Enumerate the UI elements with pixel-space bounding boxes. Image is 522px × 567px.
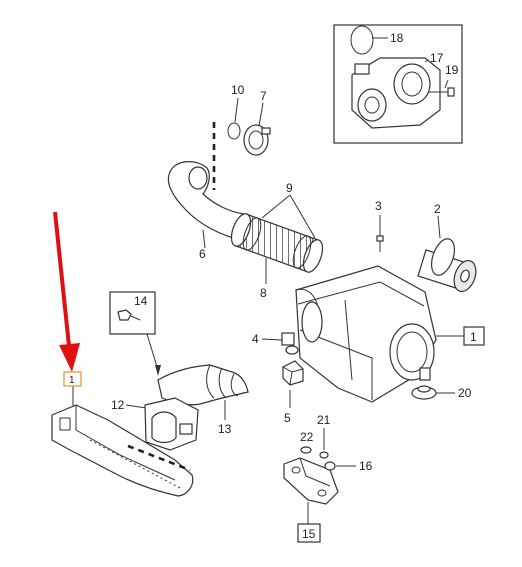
- throttle-body-inset: 18 17 19: [333, 24, 463, 144]
- callout-2: 2: [434, 202, 441, 216]
- callout-12: 12: [111, 398, 125, 412]
- callout-4: 4: [252, 332, 259, 346]
- callout-5: 5: [284, 411, 291, 425]
- intake-duct-13: 13: [157, 364, 249, 436]
- callout-21: 21: [317, 413, 331, 427]
- callout-3: 3: [375, 199, 382, 213]
- connector-4: 4: [252, 332, 299, 355]
- callout-7: 7: [260, 89, 267, 103]
- clamp-9b: [292, 235, 312, 269]
- bracket-12: 12: [111, 397, 199, 451]
- callout-11-highlight-box: [63, 371, 82, 387]
- screw-3: 3: [375, 199, 384, 252]
- oring-and-clamp: 10 7: [212, 83, 271, 190]
- callout-19: 19: [445, 63, 459, 77]
- red-pointer-arrow: [53, 211, 80, 372]
- callout-22: 22: [300, 430, 314, 444]
- filter-element-2: 2: [417, 202, 477, 293]
- washer-22: [300, 446, 312, 454]
- intake-hose-6: 6: [167, 161, 245, 261]
- callout-1-box: [463, 326, 485, 346]
- callout-16: 16: [359, 459, 373, 473]
- callout-11: 1: [69, 375, 75, 386]
- callout-10: 10: [231, 83, 245, 97]
- callout-15: 15: [302, 527, 316, 541]
- rubber-block-5: 5: [282, 360, 304, 425]
- callout-20: 20: [458, 386, 472, 400]
- mount-bracket-15: 22 21 16 15: [283, 413, 373, 543]
- clamp-9a: [242, 217, 262, 251]
- callout-8: 8: [260, 286, 267, 300]
- callout-6: 6: [199, 247, 206, 261]
- assembly-line-lower: [127, 444, 191, 472]
- air-cleaner-box-1: 1: [295, 265, 485, 403]
- callout-13: 13: [218, 422, 232, 436]
- screw-21: [319, 451, 329, 459]
- clip-14: 14: [109, 291, 161, 376]
- callout-9: 9: [286, 181, 293, 195]
- callout-15-box: [297, 523, 321, 543]
- callout-1: 1: [470, 330, 477, 344]
- gasket-ring-18: [350, 25, 374, 55]
- nut-16: [324, 461, 336, 471]
- callout-18: 18: [390, 31, 404, 45]
- mount-20: 20: [411, 385, 472, 400]
- throttle-body-bore: [393, 63, 431, 105]
- callout-17: 17: [430, 51, 444, 65]
- bellows-8: 9 8: [230, 181, 324, 300]
- callout-14: 14: [134, 294, 148, 308]
- oring-10: [227, 122, 241, 140]
- intake-scoop-11: 1: [51, 371, 194, 497]
